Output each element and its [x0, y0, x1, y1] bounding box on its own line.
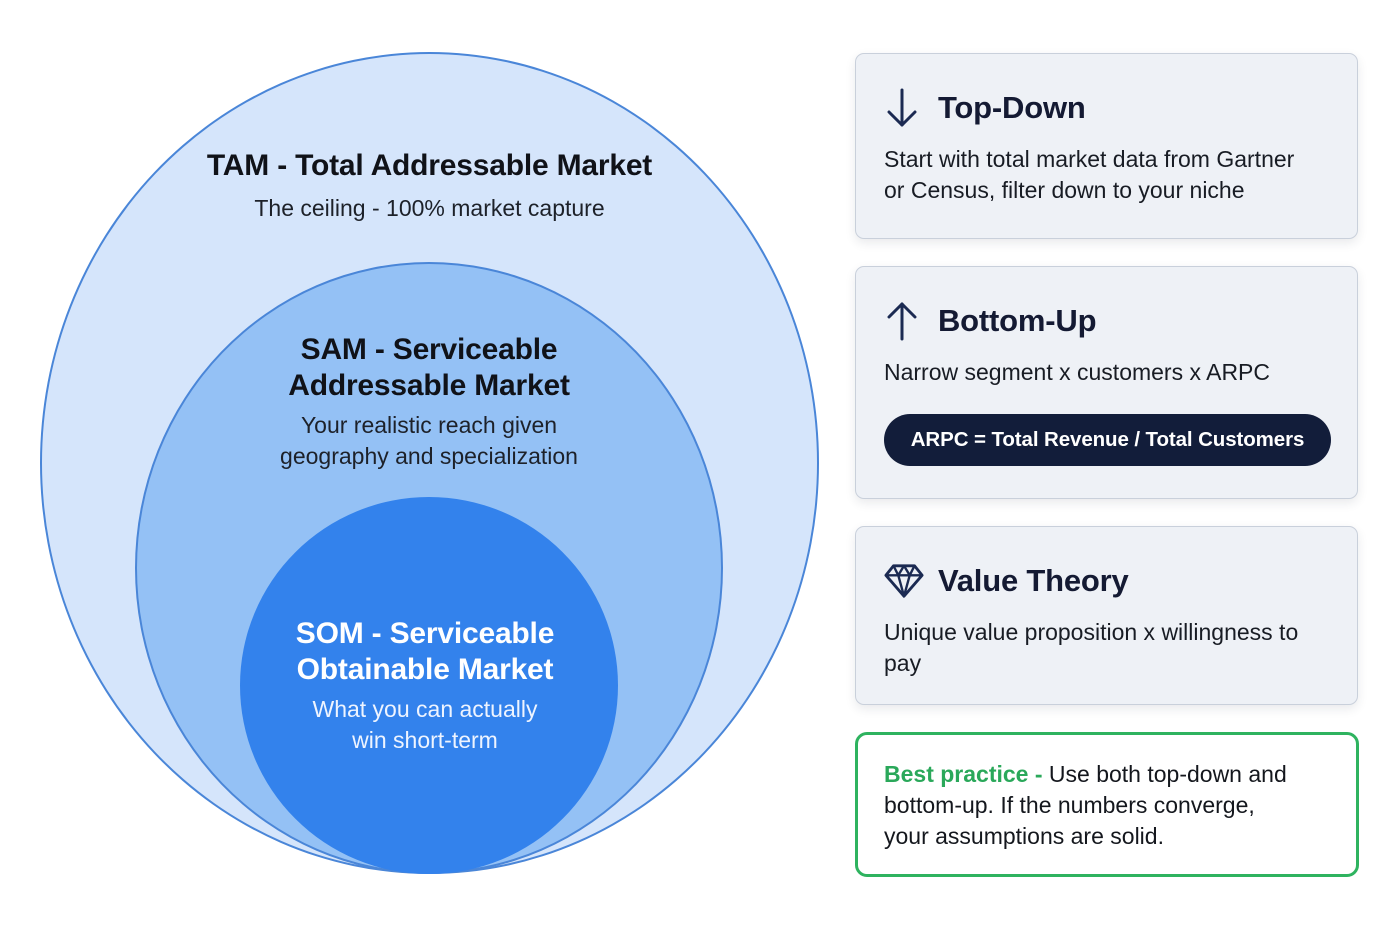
- som-subtitle: What you can actually win short-term: [240, 694, 610, 756]
- card-title: Value Theory: [938, 563, 1129, 598]
- sam-subtitle-line1: Your realistic reach given: [300, 412, 558, 438]
- som-title-line1: SOM - Serviceable: [295, 617, 555, 650]
- sam-subtitle-line2: geography and specialization: [280, 443, 578, 469]
- card-description: Unique value proposition x willingness t…: [884, 617, 1329, 679]
- best-practice-text1: Use both top-down and: [1048, 761, 1287, 787]
- arrow-down-icon: [884, 88, 924, 128]
- card-description: Start with total market data from Gartne…: [884, 144, 1329, 206]
- tam-label: TAM - Total Addressable Market The ceili…: [40, 148, 819, 224]
- best-practice-line1: Best practice - Use both top-down and: [884, 759, 1330, 790]
- som-subtitle-line1: What you can actually: [312, 696, 538, 722]
- card-header: Value Theory: [884, 561, 1329, 601]
- card-text-line1: Start with total market data from Gartne…: [884, 146, 1295, 172]
- sam-title: SAM - Serviceable Addressable Market: [135, 332, 723, 404]
- diamond-icon: [884, 561, 924, 601]
- sam-subtitle: Your realistic reach given geography and…: [135, 410, 723, 472]
- card-header: Top-Down: [884, 88, 1329, 128]
- card-text-line2: pay: [884, 650, 922, 676]
- card-description: Narrow segment x customers x ARPC: [884, 359, 1271, 385]
- som-circle: [240, 497, 618, 874]
- best-practice-label: Best practice -: [884, 761, 1049, 787]
- tam-subtitle: The ceiling - 100% market capture: [254, 195, 605, 221]
- som-title-line2: Obtainable Market: [296, 653, 554, 686]
- som-title: SOM - Serviceable Obtainable Market: [240, 616, 610, 688]
- sam-label: SAM - Serviceable Addressable Market You…: [135, 332, 723, 472]
- som-label: SOM - Serviceable Obtainable Market What…: [240, 616, 610, 756]
- arpc-formula-pill: ARPC = Total Revenue / Total Customers: [884, 414, 1331, 466]
- card-text-line2: or Census, filter down to your niche: [884, 177, 1245, 203]
- card-title: Top-Down: [938, 90, 1086, 125]
- tam-title: TAM - Total Addressable Market: [206, 149, 653, 182]
- card-text-line1: Unique value proposition x willingness t…: [884, 619, 1299, 645]
- card-title: Bottom-Up: [938, 303, 1097, 338]
- card-header: Bottom-Up: [884, 301, 1329, 341]
- best-practice-line2: bottom-up. If the numbers converge,: [884, 792, 1255, 818]
- card-bottom-up: Bottom-Up Narrow segment x customers x A…: [855, 266, 1358, 499]
- best-practice-line3: your assumptions are solid.: [884, 823, 1164, 849]
- card-top-down: Top-Down Start with total market data fr…: [855, 53, 1358, 239]
- best-practice-callout: Best practice - Use both top-down and bo…: [855, 732, 1359, 877]
- card-value-theory: Value Theory Unique value proposition x …: [855, 526, 1358, 705]
- arrow-up-icon: [884, 301, 924, 341]
- sam-title-line1: SAM - Serviceable: [300, 333, 558, 366]
- sam-title-line2: Addressable Market: [288, 369, 570, 402]
- som-subtitle-line2: win short-term: [352, 727, 498, 753]
